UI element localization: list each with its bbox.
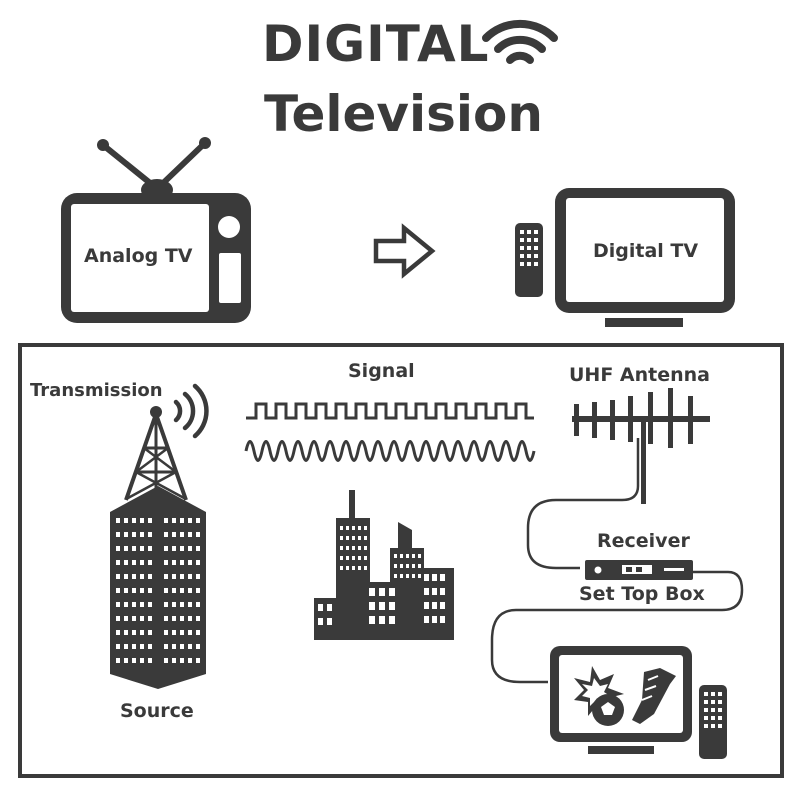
city-skyline-icon <box>314 490 454 640</box>
uhf-antenna-label: UHF Antenna <box>569 364 710 386</box>
arrow-right-icon <box>373 223 436 279</box>
title-television: Television <box>264 85 544 143</box>
set-top-box-icon <box>585 560 693 580</box>
analog-signal-wave <box>244 440 536 462</box>
sports-tv-icon <box>550 646 692 754</box>
digital-signal-wave <box>246 402 534 420</box>
analog-tv-icon <box>61 137 251 323</box>
remote-icon <box>515 223 543 297</box>
analog-tv-label: Analog TV <box>84 245 193 267</box>
title-digital: DIGITAL <box>262 15 490 73</box>
remote-icon-bottom <box>699 685 727 759</box>
office-building-icon <box>110 486 206 689</box>
uhf-antenna-icon <box>572 388 710 504</box>
digital-tv-label: Digital TV <box>593 240 699 262</box>
digital-tv-icon <box>555 188 735 327</box>
source-label: Source <box>120 700 194 722</box>
signal-label: Signal <box>348 360 415 382</box>
transmission-label: Transmission <box>30 380 163 401</box>
receiver-label: Receiver <box>597 530 690 552</box>
wifi-icon <box>482 19 558 64</box>
set-top-box-label: Set Top Box <box>579 583 705 605</box>
diagram-panel <box>18 343 784 778</box>
broadcast-tower-icon <box>124 383 209 501</box>
